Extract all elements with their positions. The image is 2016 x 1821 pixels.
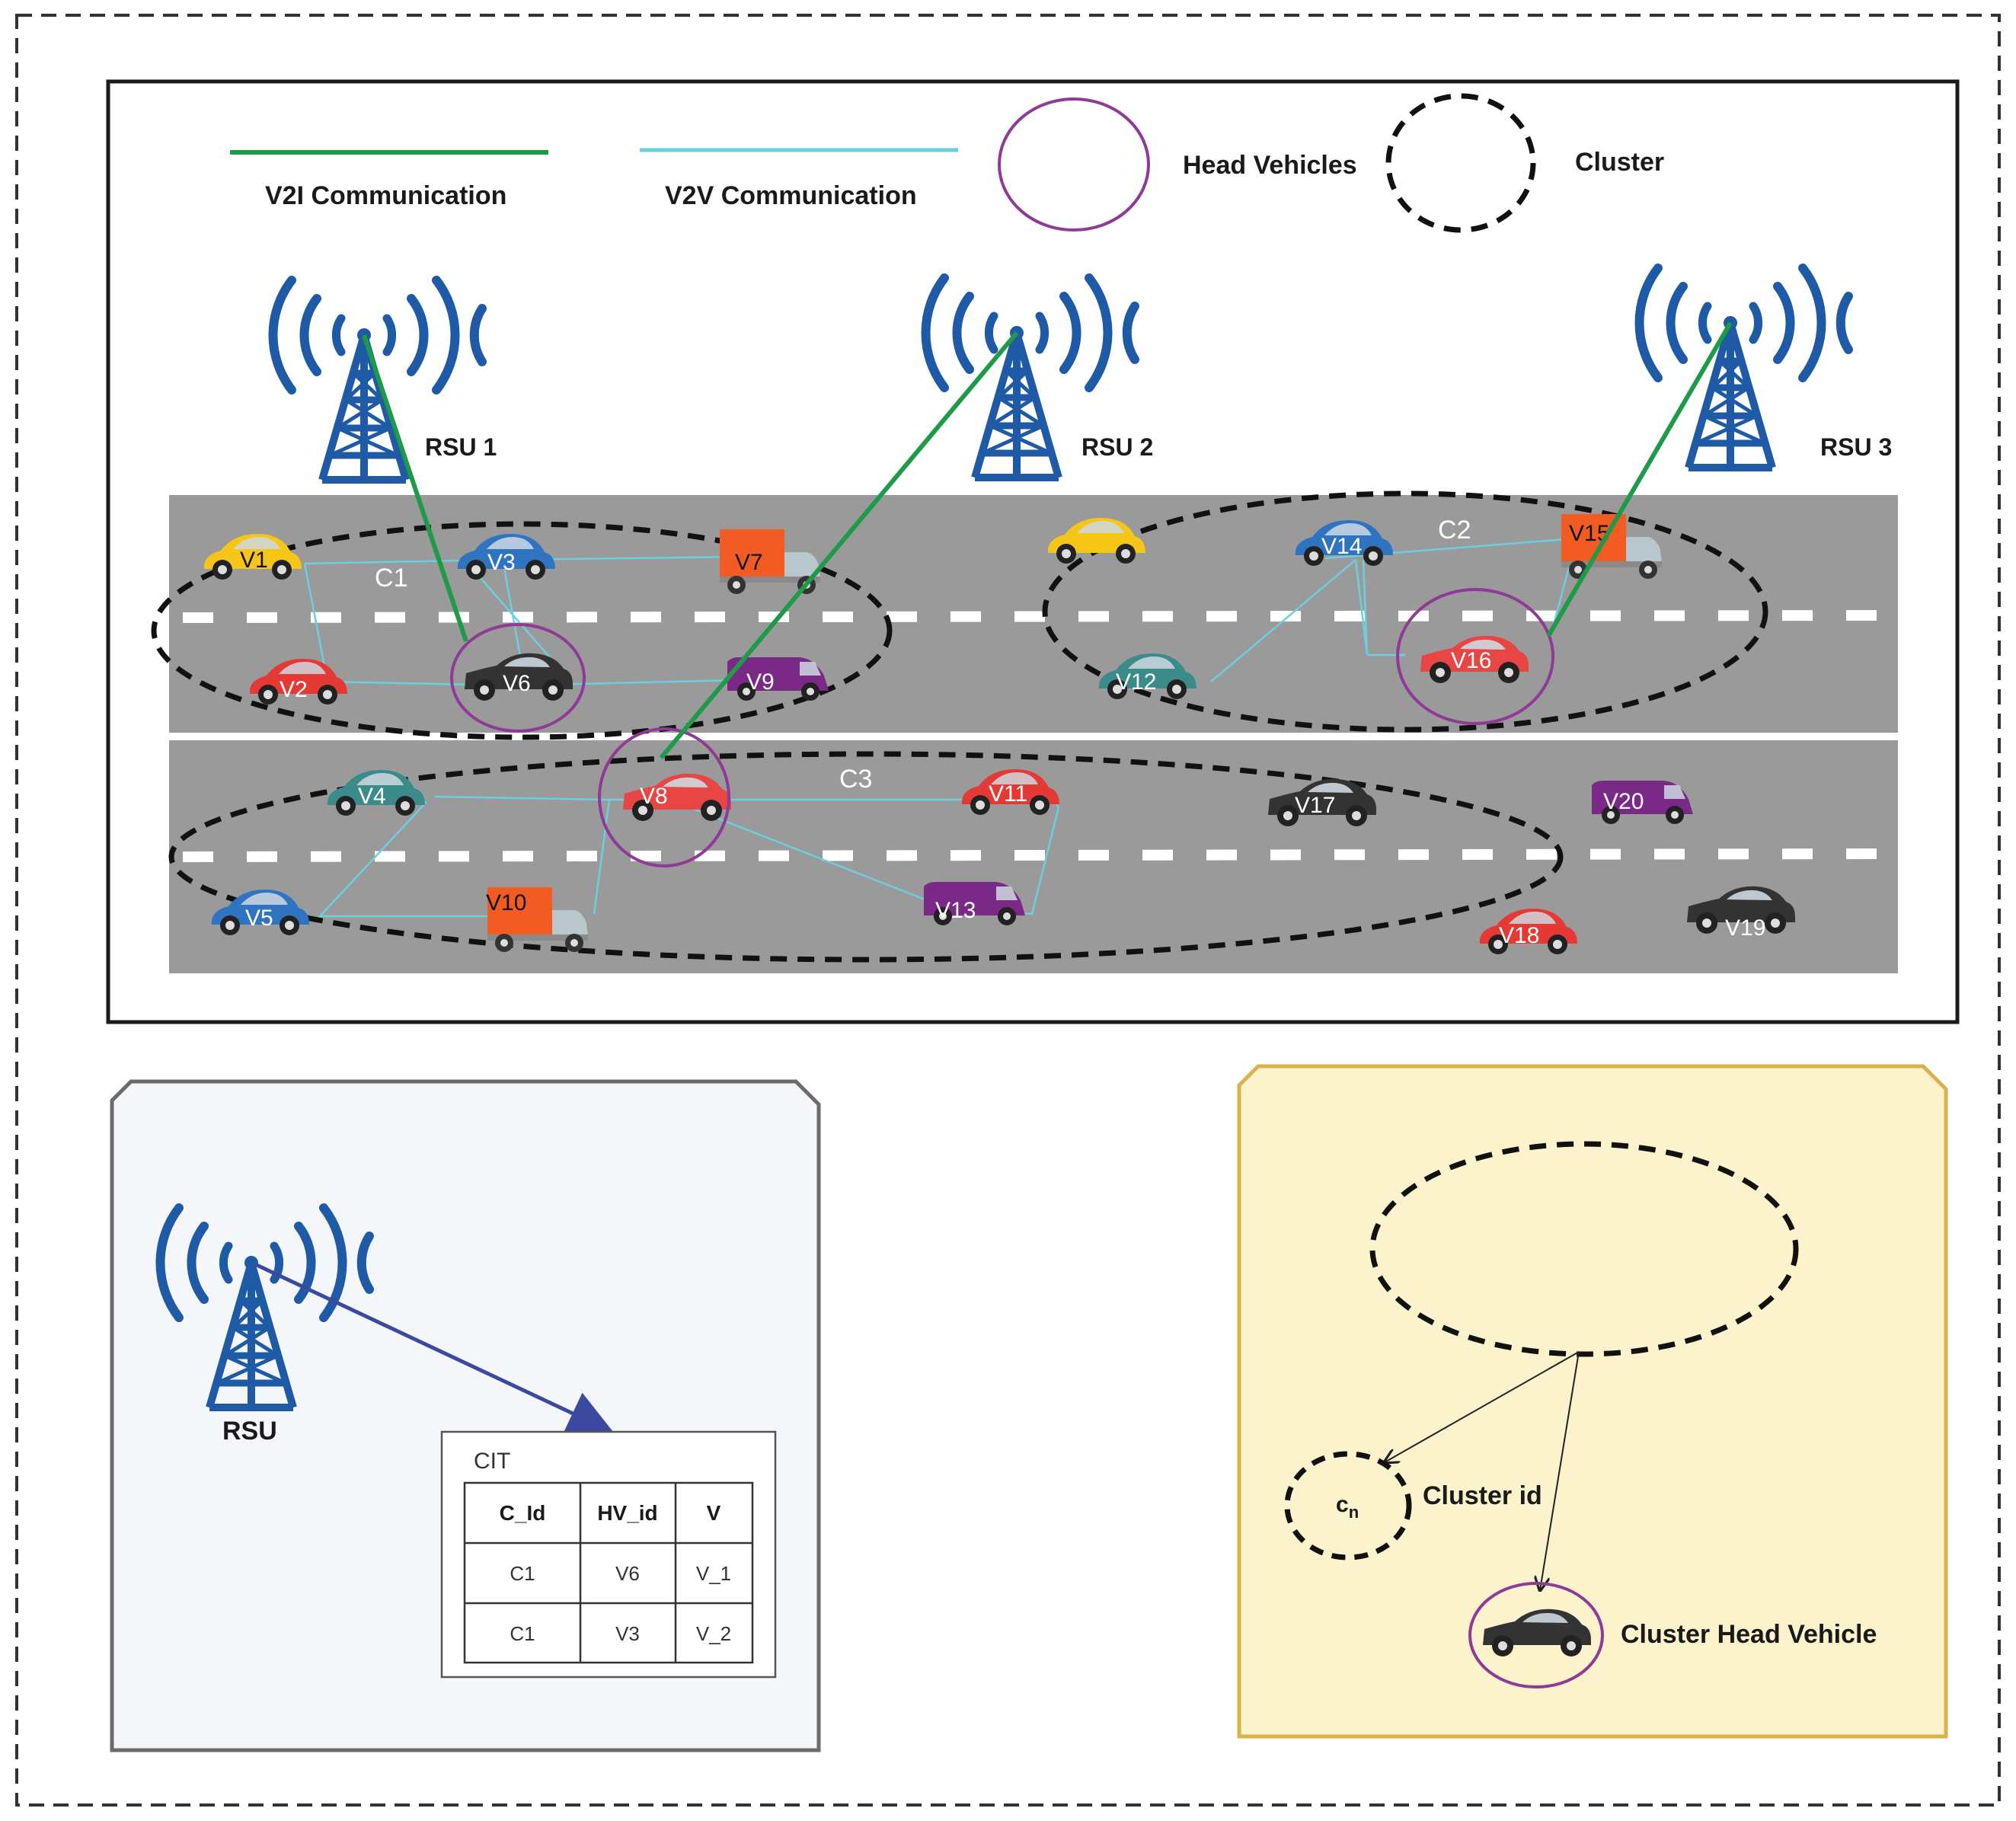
cluster-id-ellipse <box>1284 1451 1412 1561</box>
cluster-head-label: Cluster Head Vehicle <box>1621 1620 1877 1649</box>
lane-divider-bottom <box>182 848 1882 862</box>
cit-table-grid <box>463 1481 754 1664</box>
cluster-panel: cn Cluster id Cluster Head Vehicle <box>1237 1064 1948 1739</box>
head-legend-label: Head Vehicles <box>1183 151 1357 180</box>
head-vehicle-v16-ring <box>1396 588 1554 725</box>
legend: V2I Communication V2V Communication Head… <box>230 93 1664 233</box>
cluster-id-label: Cluster id <box>1423 1481 1542 1510</box>
vehicle-v10-label: V10 <box>486 890 526 915</box>
vehicle-v1-label: V1 <box>240 548 268 573</box>
cit-cell: V_2 <box>696 1622 731 1645</box>
rsu-panel-label: RSU <box>222 1417 277 1446</box>
rsu3-label: RSU 3 <box>1820 433 1892 461</box>
head-vehicle-v6-ring <box>450 623 586 733</box>
rsu2-label: RSU 2 <box>1081 433 1153 461</box>
rsu1-label: RSU 1 <box>425 433 497 461</box>
outer-frame <box>15 14 2001 1807</box>
cluster-c2-ellipse <box>1042 490 1768 733</box>
cit-table-box <box>440 1430 777 1679</box>
cit-cell: C1 <box>510 1562 535 1585</box>
cit-header-hvid: HV_id <box>597 1501 657 1525</box>
v2i-links <box>362 321 1733 759</box>
vehicle-v6-label: V6 <box>503 671 531 696</box>
rsu-to-table-arrow <box>254 1262 615 1434</box>
vehicle-v8-label: V8 <box>640 784 668 809</box>
vehicle-v7-label: V7 <box>735 550 763 575</box>
cit-cell: V3 <box>615 1622 640 1645</box>
cluster-legend-label: Cluster <box>1575 148 1664 177</box>
vehicle-v3-label: V3 <box>487 550 516 575</box>
cluster-id-arrow <box>1385 1351 1580 1462</box>
cluster-example-ellipse <box>1369 1141 1799 1357</box>
vehicle-v14-label: V14 <box>1321 534 1362 559</box>
cit-header-cid: C_Id <box>500 1501 546 1525</box>
vehicle-v9-label: V9 <box>746 669 775 695</box>
cit-table-title: CIT <box>474 1449 510 1474</box>
vehicle-v17-label: V17 <box>1295 793 1335 818</box>
cluster-head-arrow <box>1540 1351 1580 1590</box>
cluster-c1-label: C1 <box>375 564 407 593</box>
vehicle-v4-label: V4 <box>358 784 386 809</box>
vehicle-v11-label: V11 <box>989 781 1027 807</box>
cit-cell: V_1 <box>696 1562 731 1585</box>
vehicles: V1 V2 V3 V4 V5 V6 V7 V8 V9 V10 V11 V12 V… <box>203 514 1795 954</box>
vehicle-v5-label: V5 <box>245 906 273 931</box>
cluster-panel-frame <box>1237 1064 1948 1739</box>
cluster-c3-ellipse <box>168 751 1564 963</box>
v2v-legend-label: V2V Communication <box>665 181 917 210</box>
vehicle-v16-label: V16 <box>1451 648 1491 673</box>
cluster-c3-label: C3 <box>839 765 872 794</box>
cit-cell: V6 <box>615 1562 640 1585</box>
cluster-id-cn: cn <box>1336 1492 1359 1522</box>
head-vehicle-v8-ring <box>598 727 730 867</box>
cluster-head-ring <box>1468 1582 1604 1688</box>
cit-header-v: V <box>707 1501 721 1525</box>
v2i-legend-label: V2I Communication <box>265 181 506 210</box>
vehicle-v13-label: V13 <box>935 898 976 923</box>
cn-main: c <box>1336 1492 1349 1517</box>
cit-cell: C1 <box>510 1622 535 1645</box>
head-legend-ellipse <box>998 97 1150 232</box>
lane-divider-top <box>182 610 1882 623</box>
cluster-c1-ellipse <box>151 521 893 740</box>
cluster-c2-label: C2 <box>1438 516 1471 545</box>
cluster-legend-ellipse <box>1385 93 1536 233</box>
rsu-panel: RSU CIT C_Id HV_id V C1 V6 V_1 C1 V3 V_2 <box>110 1079 821 1752</box>
vehicle-v12-label: V12 <box>1116 669 1156 695</box>
vehicle-v19-label: V19 <box>1725 915 1765 941</box>
vehicle-v18-label: V18 <box>1499 923 1539 948</box>
vehicle-v20-label: V20 <box>1603 789 1644 814</box>
cn-sub: n <box>1349 1503 1359 1522</box>
vehicle-v2-label: V2 <box>280 677 308 702</box>
